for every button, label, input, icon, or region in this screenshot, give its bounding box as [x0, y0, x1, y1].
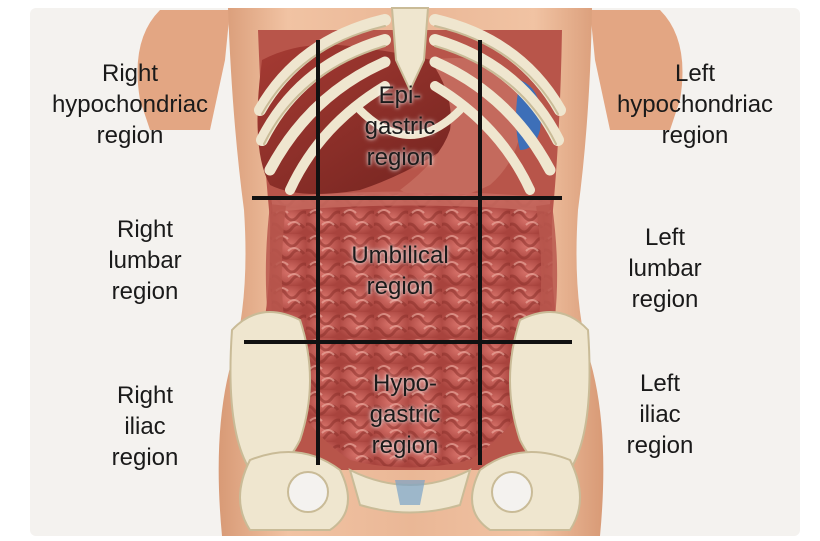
label-left-lumbar: Left lumbar region — [580, 222, 750, 315]
label-left-hypochondriac: Left hypochondriac region — [590, 58, 800, 151]
label-left-iliac: Left iliac region — [575, 368, 745, 461]
label-hypogastric: Hypo- gastric region — [335, 368, 475, 461]
label-right-lumbar: Right lumbar region — [60, 214, 230, 307]
label-right-hypochondriac: Right hypochondriac region — [30, 58, 230, 151]
label-umbilical: Umbilical region — [325, 240, 475, 302]
label-right-iliac: Right iliac region — [60, 380, 230, 473]
label-epigastric: Epi- gastric region — [330, 80, 470, 173]
